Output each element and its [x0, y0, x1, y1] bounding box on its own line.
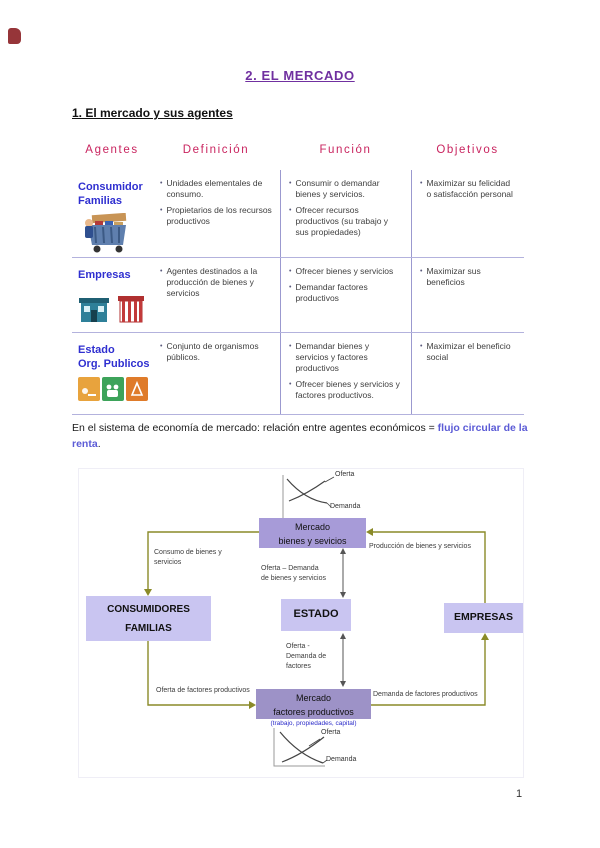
- label-produccion-bienes: Producción de bienes y servicios: [369, 543, 471, 550]
- bullet-item: •Consumir o demandar bienes y servicios.: [289, 178, 380, 199]
- box-estado: ESTADO: [281, 599, 351, 631]
- agent-cell-empresas: Empresas: [72, 258, 152, 332]
- highlight-flujo-circular: flujo circular de la renta: [72, 422, 528, 450]
- col-header-funcion: Función: [319, 144, 372, 156]
- funcion-cell: •Ofrecer bienes y servicios •Demandar fa…: [280, 258, 411, 332]
- public-organisms-tiles-icon: [78, 377, 148, 401]
- bullet-item: •Maximizar su felicidad o satisfacción p…: [420, 178, 513, 199]
- objetivos-cell: •Maximizar su felicidad o satisfacción p…: [411, 170, 524, 257]
- table-row: Empresas •Agentes destinados a: [72, 258, 524, 333]
- corner-mark: [8, 28, 21, 44]
- bullet-item: •Demandar factores productivos: [289, 282, 368, 303]
- bullet-item: •Ofrecer recursos productivos (su trabaj…: [289, 205, 389, 237]
- agent-name: Empresas: [78, 269, 131, 281]
- bullet-item: •Ofrecer bienes y servicios: [289, 266, 394, 276]
- companies-buildings-icon: [79, 296, 144, 323]
- label-oferta-demanda-factores: Oferta - Demanda de factores: [286, 643, 327, 670]
- col-header-definicion: Definición: [182, 144, 250, 156]
- definicion-cell: •Agentes destinados a la producción de b…: [152, 258, 280, 332]
- box-mercado-factores: Mercado factores productivos: [256, 689, 371, 719]
- table-row: Consumidor Familias: [72, 170, 524, 258]
- box-mercado-bienes-servicios: Mercado bienes y sevicios: [259, 518, 366, 548]
- label-oferta-demanda-bienes: Oferta – Demanda de bienes y servicios: [261, 565, 326, 582]
- bottom-chart-oferta-label: Oferta: [321, 729, 341, 736]
- bullet-item: •Conjunto de organismos públicos.: [160, 341, 259, 362]
- bullet-icon: •: [420, 180, 423, 187]
- bullet-icon: •: [160, 343, 163, 350]
- bullet-icon: •: [420, 343, 423, 350]
- bullet-icon: •: [420, 268, 423, 275]
- agent-name: Estado Org. Publicos: [78, 344, 150, 370]
- section-heading: 1. El mercado y sus agentes: [72, 106, 233, 120]
- bullet-item: •Unidades elementales de consumo.: [160, 178, 263, 199]
- bullet-item: •Agentes destinados a la producción de b…: [160, 266, 258, 298]
- definicion-cell: •Unidades elementales de consumo. •Propi…: [152, 170, 280, 257]
- bullet-item: •Maximizar el beneficio social: [420, 341, 511, 362]
- objetivos-cell: •Maximizar sus beneficios: [411, 258, 524, 332]
- bullet-item: •Propietarios de los recursos productivo…: [160, 205, 272, 226]
- bullet-icon: •: [289, 284, 292, 291]
- col-header-agentes: Agentes: [85, 144, 139, 156]
- label-oferta-factores: Oferta de factores productivos: [156, 687, 250, 694]
- page-title: 2. EL MERCADO: [245, 68, 355, 83]
- funcion-cell: •Demandar bienes y servicios y factores …: [280, 333, 411, 414]
- bullet-item: •Demandar bienes y servicios y factores …: [289, 341, 370, 373]
- definicion-cell: •Conjunto de organismos públicos.: [152, 333, 280, 414]
- agents-table: Agentes Definición Función Objetivos Con…: [72, 140, 524, 415]
- label-demanda-factores: Demanda de factores productivos: [373, 691, 478, 698]
- agent-cell-estado: Estado Org. Publicos: [72, 333, 152, 414]
- box-consumidores-familias: CONSUMIDORES FAMILIAS: [86, 596, 211, 641]
- bullet-icon: •: [289, 268, 292, 275]
- bullet-icon: •: [160, 180, 163, 187]
- top-chart-oferta-label: Oferta: [335, 471, 355, 478]
- bullet-item: •Ofrecer bienes y servicios y factores p…: [289, 379, 400, 400]
- objetivos-cell: •Maximizar el beneficio social: [411, 333, 524, 414]
- factores-caption: (trabajo, propiedades, capital): [270, 720, 357, 727]
- bullet-icon: •: [289, 180, 292, 187]
- table-header-row: Agentes Definición Función Objetivos: [72, 140, 524, 170]
- bullet-icon: •: [289, 343, 292, 350]
- bullet-icon: •: [160, 207, 163, 214]
- bullet-icon: •: [289, 381, 292, 388]
- label-consumo-bienes: Consumo de bienes y servicios: [154, 549, 222, 566]
- bullet-icon: •: [160, 268, 163, 275]
- bullet-item: •Maximizar sus beneficios: [420, 266, 481, 287]
- families-shopping-cart-icon: [85, 213, 127, 253]
- col-header-objetivos: Objetivos: [436, 144, 499, 156]
- agent-name: Consumidor Familias: [78, 181, 143, 207]
- circular-flow-diagram: Mercado bienes y sevicios CONSUMIDORES F…: [78, 468, 524, 778]
- bottom-chart-demanda-label: Demanda: [326, 756, 357, 763]
- intro-paragraph: En el sistema de economía de mercado: re…: [72, 422, 528, 450]
- table-row: Estado Org. Publicos •Conjunto de organi…: [72, 333, 524, 415]
- agent-cell-consumidor: Consumidor Familias: [72, 170, 152, 257]
- top-chart-demanda-label: Demanda: [330, 503, 361, 510]
- box-empresas: EMPRESAS: [444, 603, 523, 633]
- page-number: 1: [516, 788, 523, 800]
- bullet-icon: •: [289, 207, 292, 214]
- funcion-cell: •Consumir o demandar bienes y servicios.…: [280, 170, 411, 257]
